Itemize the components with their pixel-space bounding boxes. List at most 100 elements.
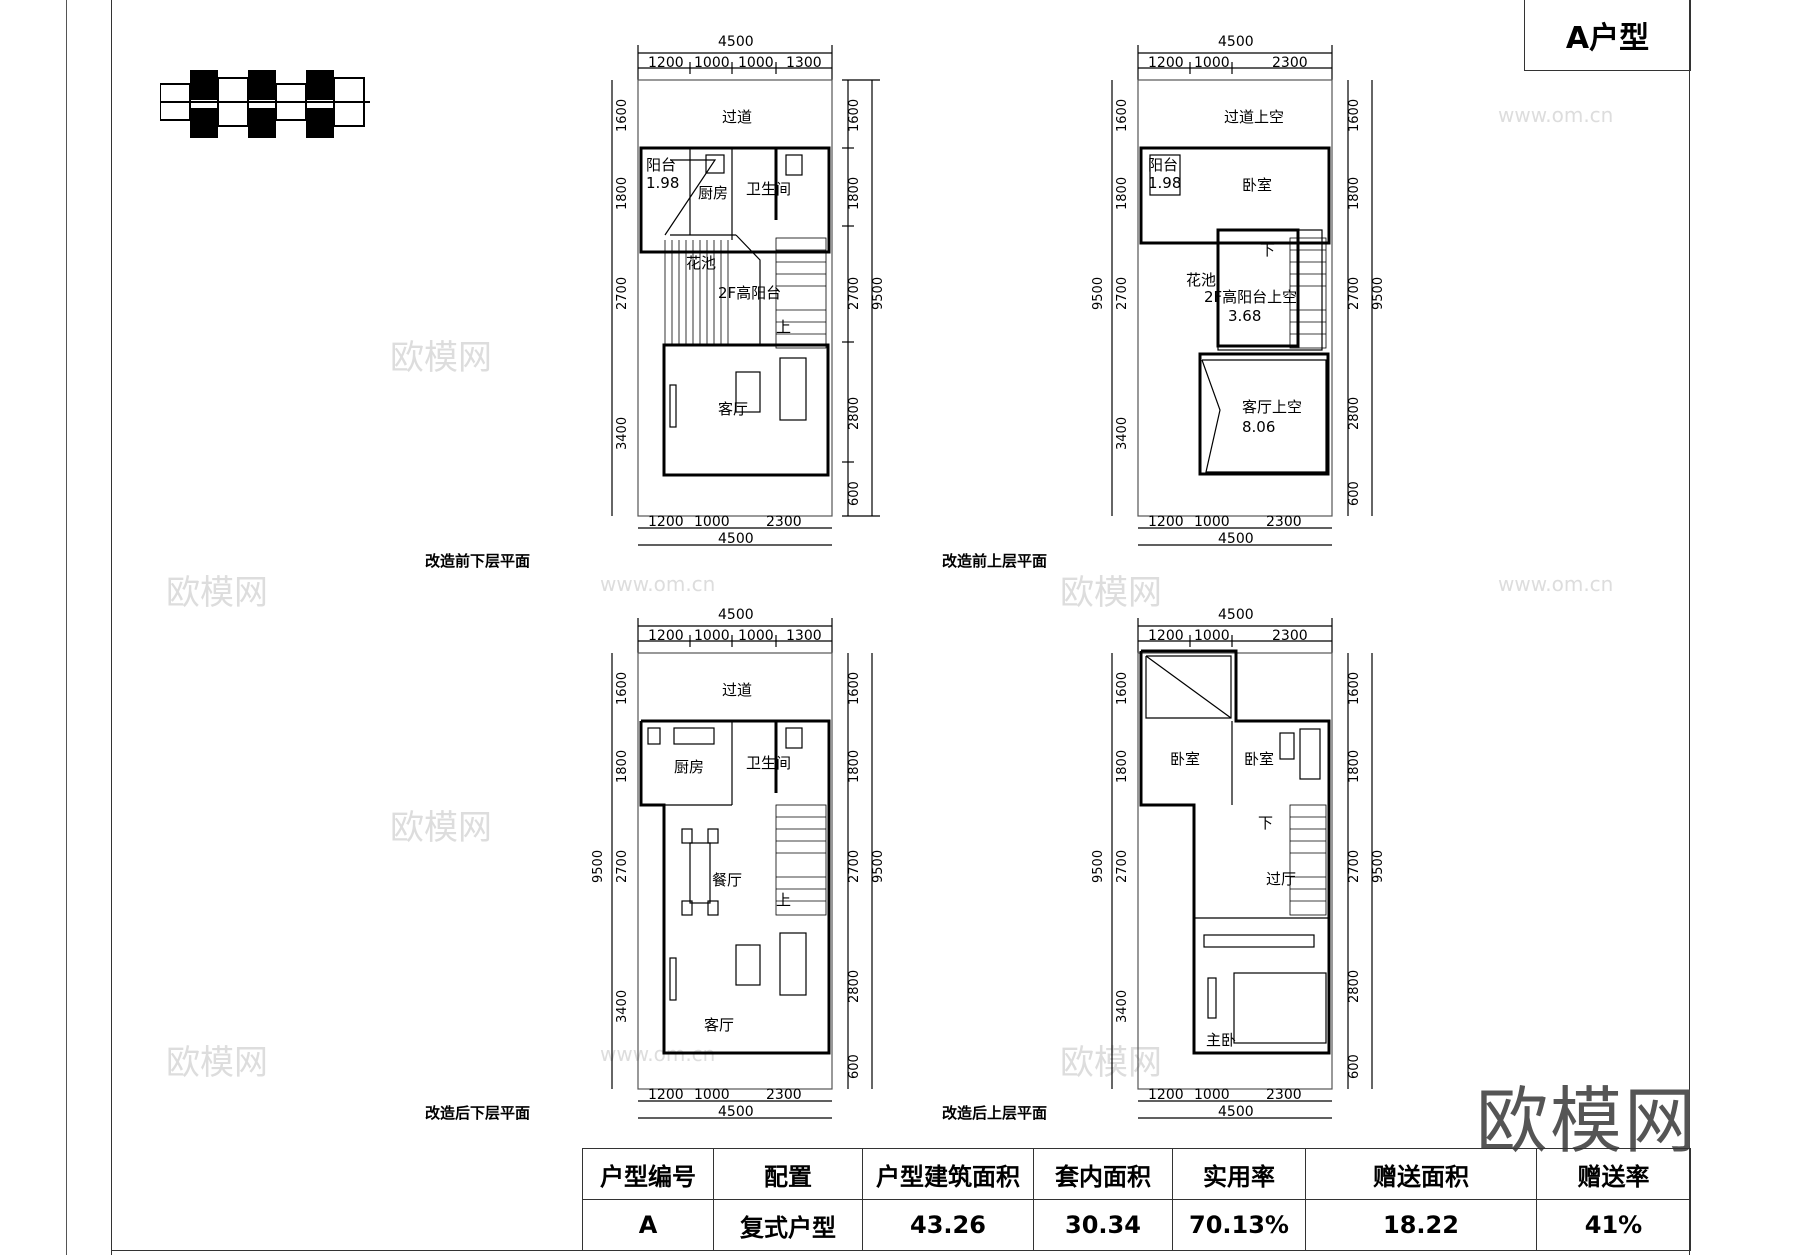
dim-right-total: 9500 xyxy=(871,850,886,883)
dim-bottom-total: 4500 xyxy=(718,1104,754,1120)
dim-bottom-part: 2300 xyxy=(1266,514,1302,530)
room-area: 3.68 xyxy=(1228,307,1261,325)
dim-top-part: 2300 xyxy=(1272,628,1308,644)
room-label: 卫生间 xyxy=(746,180,791,198)
table-row: A 复式户型 43.26 30.34 70.13% 18.22 41% xyxy=(582,1199,1691,1251)
room-label: 花池 xyxy=(686,254,716,272)
dim-top-part: 1000 xyxy=(694,55,730,71)
dim-left-part: 2700 xyxy=(615,850,630,883)
dim-top-part: 1200 xyxy=(1148,628,1184,644)
dim-top-part: 1200 xyxy=(648,628,684,644)
dim-top-part: 1200 xyxy=(1148,55,1184,71)
plan-before-upper: 4500 1200 1000 2300 1600 1800 2700 3400 … xyxy=(1091,34,1386,547)
dim-left-part: 1600 xyxy=(1115,672,1130,705)
watermark-text: 欧模网 xyxy=(1060,1043,1162,1083)
dim-bottom-part: 1200 xyxy=(648,1087,684,1103)
dim-bottom-part: 1200 xyxy=(1148,1087,1184,1103)
room-label: 主卧 xyxy=(1206,1031,1236,1049)
room-label: 客厅 xyxy=(704,1016,734,1034)
dim-left-part: 1600 xyxy=(615,672,630,705)
dim-right-part: 2800 xyxy=(847,397,862,430)
dim-right-part: 600 xyxy=(847,481,862,506)
dim-top-total: 4500 xyxy=(718,34,754,50)
room-label: 上 xyxy=(776,891,791,909)
table-header-row: 户型编号 配置 户型建筑面积 套内面积 实用率 赠送面积 赠送率 xyxy=(582,1148,1691,1200)
dim-right-part: 1600 xyxy=(847,99,862,132)
room-label: 过道 xyxy=(722,681,752,699)
room-label: 卧室 xyxy=(1242,176,1272,194)
dim-right-part: 600 xyxy=(1347,481,1362,506)
room-label: 上 xyxy=(776,318,791,336)
dim-right-part: 1800 xyxy=(847,750,862,783)
table-cell: 43.26 xyxy=(862,1199,1034,1251)
dim-bottom-part: 2300 xyxy=(1266,1087,1302,1103)
dim-right-part: 2800 xyxy=(1347,397,1362,430)
table-cell: 70.13% xyxy=(1172,1199,1306,1251)
dim-right-part: 1800 xyxy=(1347,750,1362,783)
watermark-text: 欧模网 xyxy=(166,573,268,613)
dim-left-part: 3400 xyxy=(615,417,630,450)
room-label: 卧室 xyxy=(1170,750,1200,768)
dim-bottom-total: 4500 xyxy=(1218,1104,1254,1120)
table-cell: 18.22 xyxy=(1305,1199,1537,1251)
dim-right-total: 9500 xyxy=(871,277,886,310)
dim-top-part: 2300 xyxy=(1272,55,1308,71)
watermark-url: www.om.cn xyxy=(1498,572,1614,596)
room-label: 厨房 xyxy=(674,758,704,776)
dim-top-total: 4500 xyxy=(1218,34,1254,50)
table-header: 户型编号 xyxy=(582,1148,714,1200)
dim-top-part: 1000 xyxy=(694,628,730,644)
dim-bottom-total: 4500 xyxy=(1218,531,1254,547)
plan-after-upper: 4500 1200 1000 2300 1600 1800 2700 3400 … xyxy=(1091,607,1386,1120)
dim-right-total: 9500 xyxy=(1371,850,1386,883)
watermark-text: 欧模网 xyxy=(166,1043,268,1083)
dim-right-part: 600 xyxy=(1347,1054,1362,1079)
plan-caption: 改造后下层平面 xyxy=(425,1104,531,1122)
dim-left-part: 2700 xyxy=(1115,850,1130,883)
dim-right-part: 2700 xyxy=(1347,277,1362,310)
dim-right-part: 1600 xyxy=(1347,672,1362,705)
dim-top-total: 4500 xyxy=(1218,607,1254,623)
dim-top-part: 1000 xyxy=(738,55,774,71)
room-label: 卫生间 xyxy=(746,754,791,772)
dim-bottom-part: 1000 xyxy=(1194,514,1230,530)
room-area: 1.98 xyxy=(1148,174,1181,192)
dim-right-total: 9500 xyxy=(1371,277,1386,310)
dim-bottom-part: 1200 xyxy=(648,514,684,530)
watermark-text: 欧模网 xyxy=(1060,573,1162,613)
room-area: 8.06 xyxy=(1242,418,1275,436)
dim-left-part: 3400 xyxy=(1115,990,1130,1023)
unit-info-table: 户型编号 配置 户型建筑面积 套内面积 实用率 赠送面积 赠送率 A 复式户型 … xyxy=(582,1148,1691,1251)
table-cell: A xyxy=(582,1199,714,1251)
plan-caption: 改造前下层平面 xyxy=(425,552,531,570)
dim-left-part: 2700 xyxy=(615,277,630,310)
watermark-url: www.om.cn xyxy=(1498,103,1614,127)
dim-right-part: 1600 xyxy=(847,672,862,705)
room-area: 1.98 xyxy=(646,174,679,192)
room-label: 2F高阳台 xyxy=(718,284,781,302)
plan-caption: 改造前上层平面 xyxy=(942,552,1048,570)
plan-after-lower: 4500 1200 1000 1000 1300 1600 1800 2700 … xyxy=(591,607,886,1120)
dim-bottom-part: 2300 xyxy=(766,1087,802,1103)
watermark-url: www.om.cn xyxy=(600,572,716,596)
room-label: 阳台 xyxy=(646,156,676,174)
dim-right-part: 2700 xyxy=(847,850,862,883)
dim-top-part: 1000 xyxy=(1194,55,1230,71)
room-label: 下 xyxy=(1258,814,1273,832)
dim-left-part: 3400 xyxy=(615,990,630,1023)
dim-left-part: 1600 xyxy=(615,99,630,132)
table-cell: 复式户型 xyxy=(713,1199,863,1251)
table-header: 赠送面积 xyxy=(1305,1148,1537,1200)
room-label: 下 xyxy=(1260,241,1275,259)
watermark-text: 欧模网 xyxy=(390,338,492,378)
room-label: 过道上空 xyxy=(1224,108,1284,126)
key-plan xyxy=(160,70,370,138)
room-label: 阳台 xyxy=(1148,156,1178,174)
dim-top-part: 1300 xyxy=(786,628,822,644)
dim-bottom-part: 1000 xyxy=(694,514,730,530)
frame-bottom-line xyxy=(111,1250,1690,1251)
frame-left-line xyxy=(111,0,112,1255)
plan-caption: 改造后上层平面 xyxy=(942,1104,1048,1122)
dim-bottom-part: 1000 xyxy=(694,1087,730,1103)
dim-bottom-part: 2300 xyxy=(766,514,802,530)
